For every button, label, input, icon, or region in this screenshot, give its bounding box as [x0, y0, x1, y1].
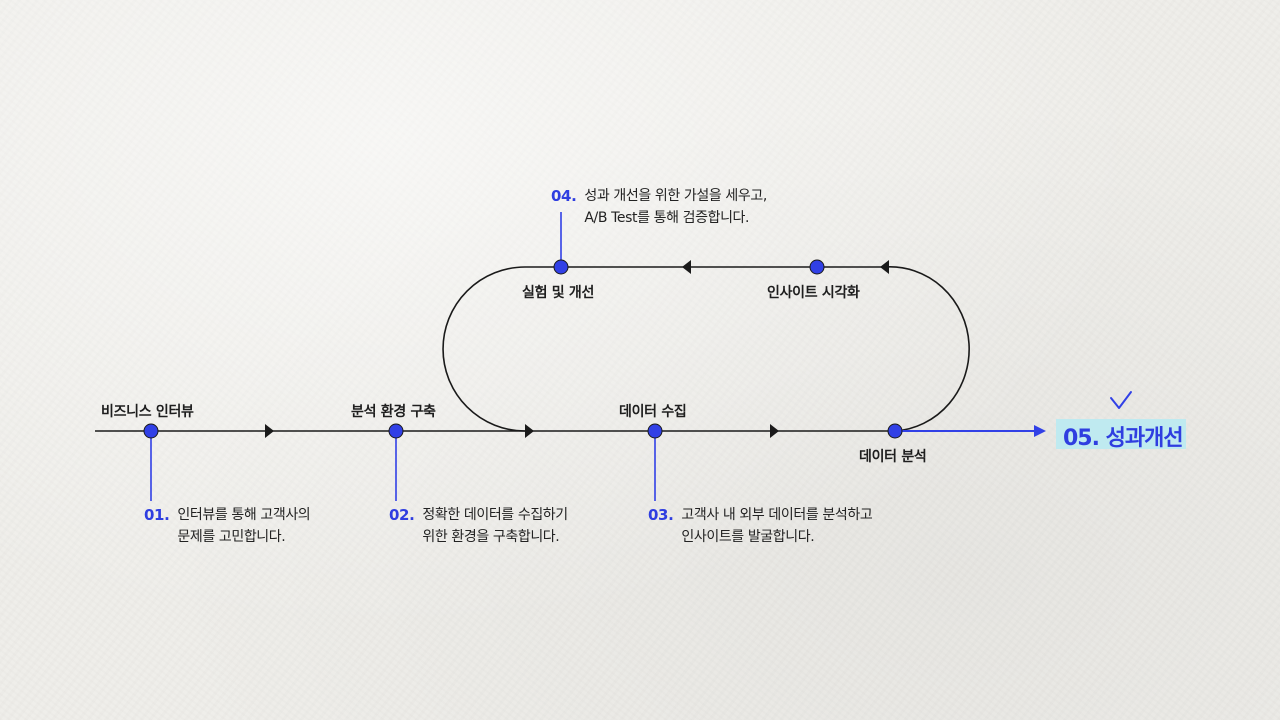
- step-02-line1: 정확한 데이터를 수집하기: [422, 507, 568, 523]
- arrowhead-5: [880, 260, 889, 274]
- loop-left-curve: [442, 266, 561, 432]
- arrowhead-3: [770, 424, 779, 438]
- step-04-description: 04. 성과 개선을 위한 가설을 세우고, A/B Test를 통해 검증합니…: [551, 185, 767, 229]
- step-02-number: 02.: [389, 506, 415, 524]
- node-data-collection: [647, 423, 663, 439]
- node-experiment: [553, 259, 569, 275]
- step-01-number: 01.: [144, 506, 170, 524]
- stage-label-data-analysis: 데이터 분석: [859, 449, 927, 465]
- node-business-interview: [143, 423, 159, 439]
- checkmark-icon: [1110, 391, 1132, 409]
- goal-label: 05. 성과개선: [1063, 426, 1184, 451]
- stage-label-business-interview: 비즈니스 인터뷰: [101, 404, 194, 420]
- goal-highlight-box: 05. 성과개선: [1056, 419, 1186, 451]
- step-03-description: 03. 고객사 내 외부 데이터를 분석하고 인사이트를 발굴합니다.: [648, 504, 873, 548]
- node-data-analysis: [887, 423, 903, 439]
- stage-label-data-collection: 데이터 수집: [619, 404, 687, 420]
- step-02-description: 02. 정확한 데이터를 수집하기 위한 환경을 구축합니다.: [389, 504, 568, 548]
- step-04-number: 04.: [551, 187, 577, 205]
- step-04-line1: 성과 개선을 위한 가설을 세우고,: [584, 188, 767, 204]
- arrowhead-2: [525, 424, 534, 438]
- step-02-line2: 위한 환경을 구축합니다.: [422, 529, 560, 545]
- node-analysis-env: [388, 423, 404, 439]
- goal-arrowhead: [1034, 425, 1046, 437]
- step-03-line1: 고객사 내 외부 데이터를 분석하고: [681, 507, 873, 523]
- arrowhead-1: [265, 424, 274, 438]
- stage-label-experiment: 실험 및 개선: [522, 285, 595, 301]
- step-01-line1: 인터뷰를 통해 고객사의: [177, 507, 311, 523]
- stage-label-analysis-env: 분석 환경 구축: [351, 404, 436, 420]
- step-03-number: 03.: [648, 506, 674, 524]
- stage-label-insight-visualization: 인사이트 시각화: [767, 285, 860, 301]
- step-01-description: 01. 인터뷰를 통해 고객사의 문제를 고민합니다.: [144, 504, 311, 548]
- step-04-line2: A/B Test를 통해 검증합니다.: [584, 210, 750, 226]
- step-01-line2: 문제를 고민합니다.: [177, 529, 286, 545]
- node-insight-visualization: [809, 259, 825, 275]
- loop-right-curve: [884, 266, 970, 432]
- step-03-line2: 인사이트를 발굴합니다.: [681, 529, 815, 545]
- arrowhead-4: [682, 260, 691, 274]
